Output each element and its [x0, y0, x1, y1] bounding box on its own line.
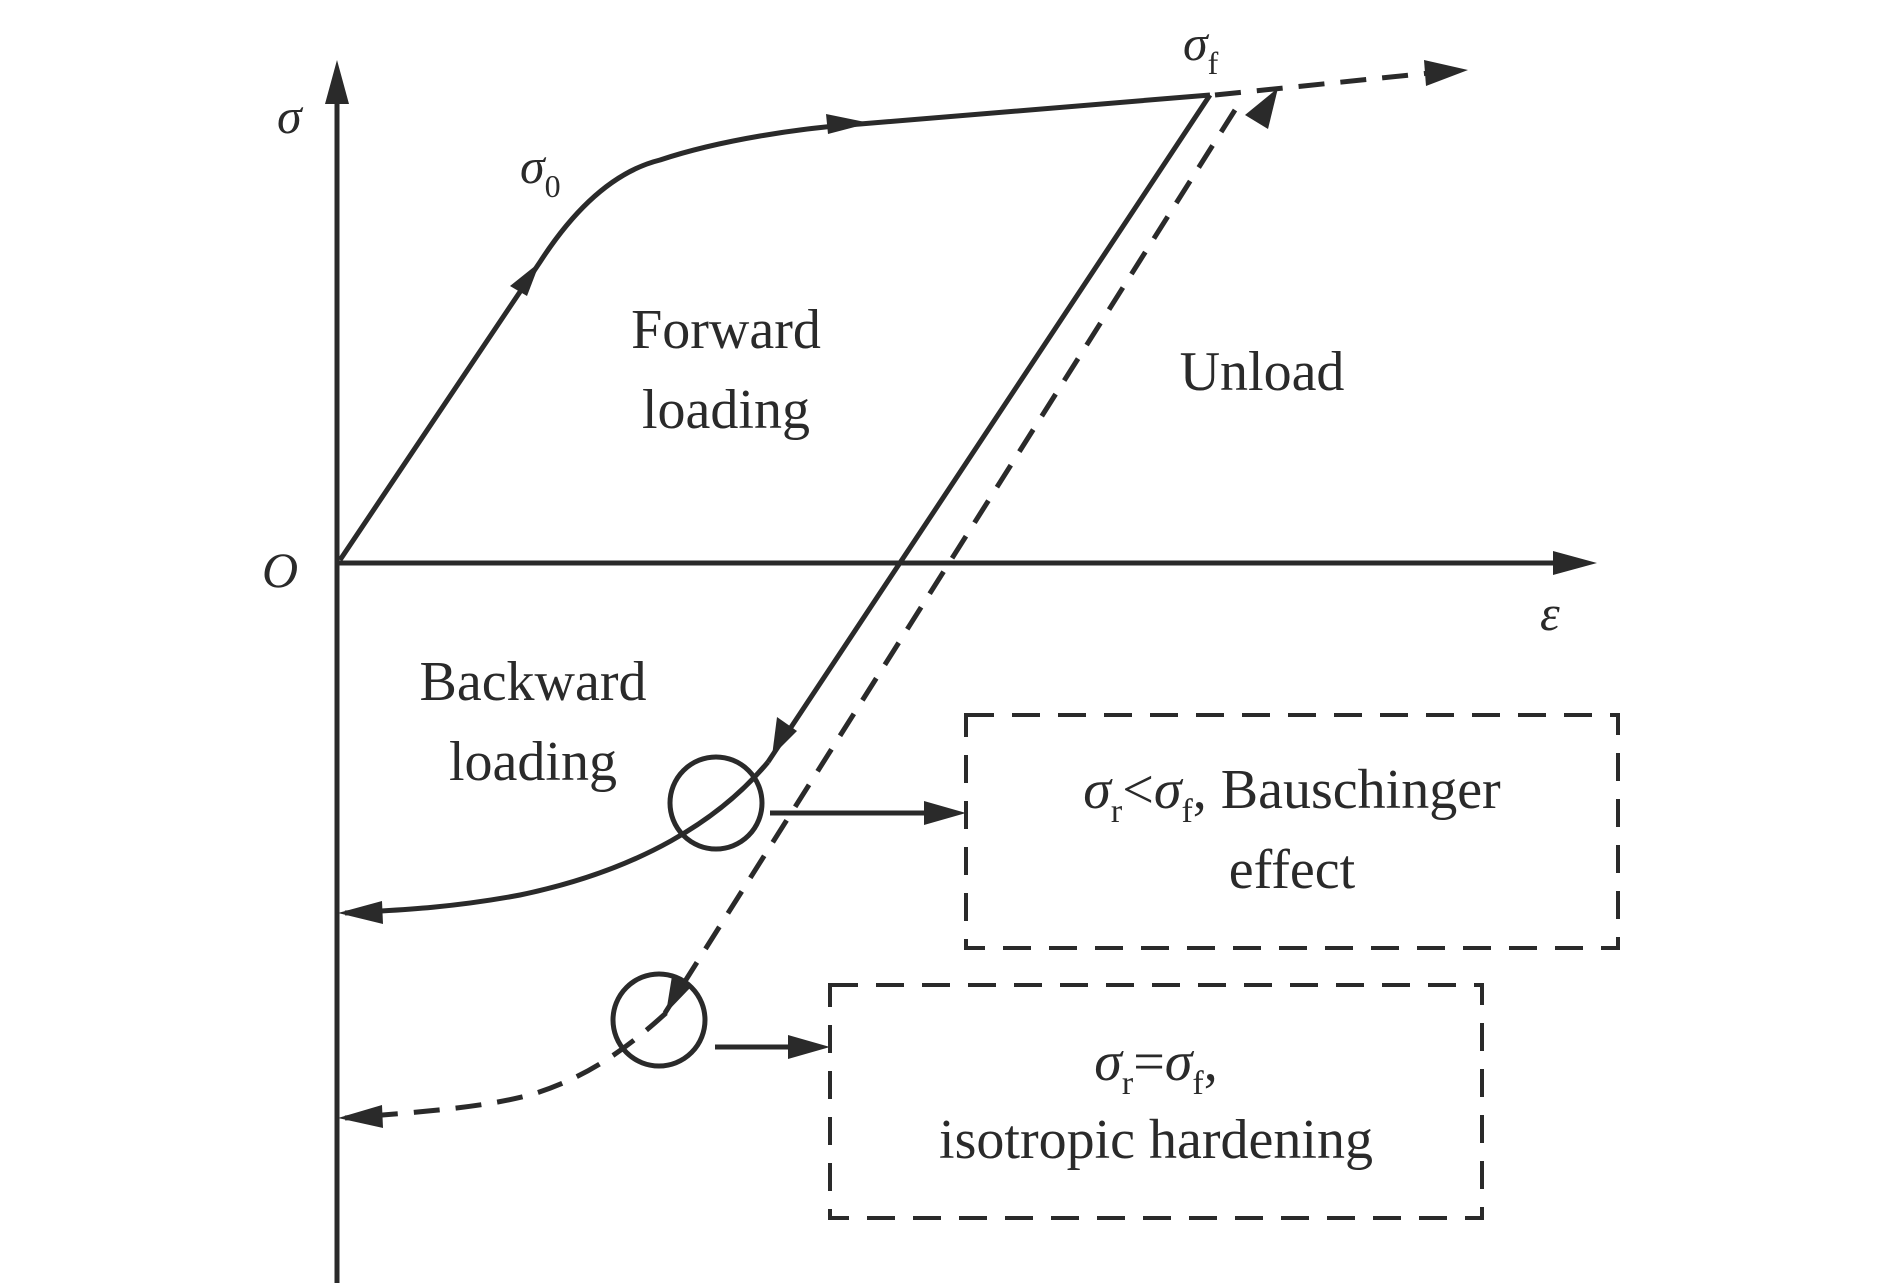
reload-down-arrow-icon — [666, 976, 690, 1013]
backward-loading-curve-solid — [344, 760, 770, 916]
isotropic-callout-box — [828, 983, 1484, 1220]
forward-elastic-arrow-icon — [510, 262, 540, 296]
sigmaf-label: σf — [1183, 15, 1219, 81]
epsilon-axis-arrow-icon — [1553, 551, 1597, 575]
forward-loading-curve — [337, 92, 1211, 562]
reload-up-arrow-icon — [1245, 88, 1278, 129]
backward-loading-label-line1: Backward — [419, 651, 646, 713]
bauschinger-callout-line1: σr<σf, Bauschinger — [1083, 759, 1501, 830]
forward-loading-label-line1: Forward — [631, 299, 821, 361]
unload-solid-arrow-icon — [772, 717, 797, 756]
forward-loading-label-line2: loading — [642, 379, 810, 441]
sigma-axis-arrow-icon — [325, 60, 349, 104]
isotropic-yield-circle — [610, 971, 708, 1069]
forward-plastic-arrow-icon — [826, 114, 870, 134]
bauschinger-connector-arrow-icon — [924, 801, 966, 825]
sigma-axis-label: σ — [277, 88, 304, 144]
continued-loading-dashed — [1214, 69, 1441, 98]
unload-label: Unload — [1180, 341, 1345, 403]
isotropic-callout-line2: isotropic hardening — [939, 1109, 1373, 1171]
isotropic-callout-line1: σr=σf, — [1094, 1031, 1218, 1102]
backward-dashed-arrow-icon — [338, 1105, 383, 1128]
bauschinger-yield-circle — [667, 754, 765, 852]
backward-loading-curve-dashed — [344, 1011, 668, 1121]
isotropic-connector-arrow-icon — [788, 1035, 830, 1059]
sigma0-label: σ0 — [520, 138, 561, 204]
origin-label: O — [262, 542, 298, 598]
epsilon-axis-label: ε — [1540, 585, 1560, 641]
bauschinger-callout-box — [964, 713, 1620, 950]
unload-line-solid — [765, 93, 1213, 764]
continued-loading-arrow-icon — [1424, 60, 1468, 86]
reload-line-dashed — [662, 108, 1238, 1015]
bauschinger-callout-line2: effect — [1229, 839, 1356, 901]
backward-loading-label-line2: loading — [449, 731, 617, 793]
axes — [325, 60, 1597, 1283]
backward-solid-arrow-icon — [338, 901, 383, 924]
